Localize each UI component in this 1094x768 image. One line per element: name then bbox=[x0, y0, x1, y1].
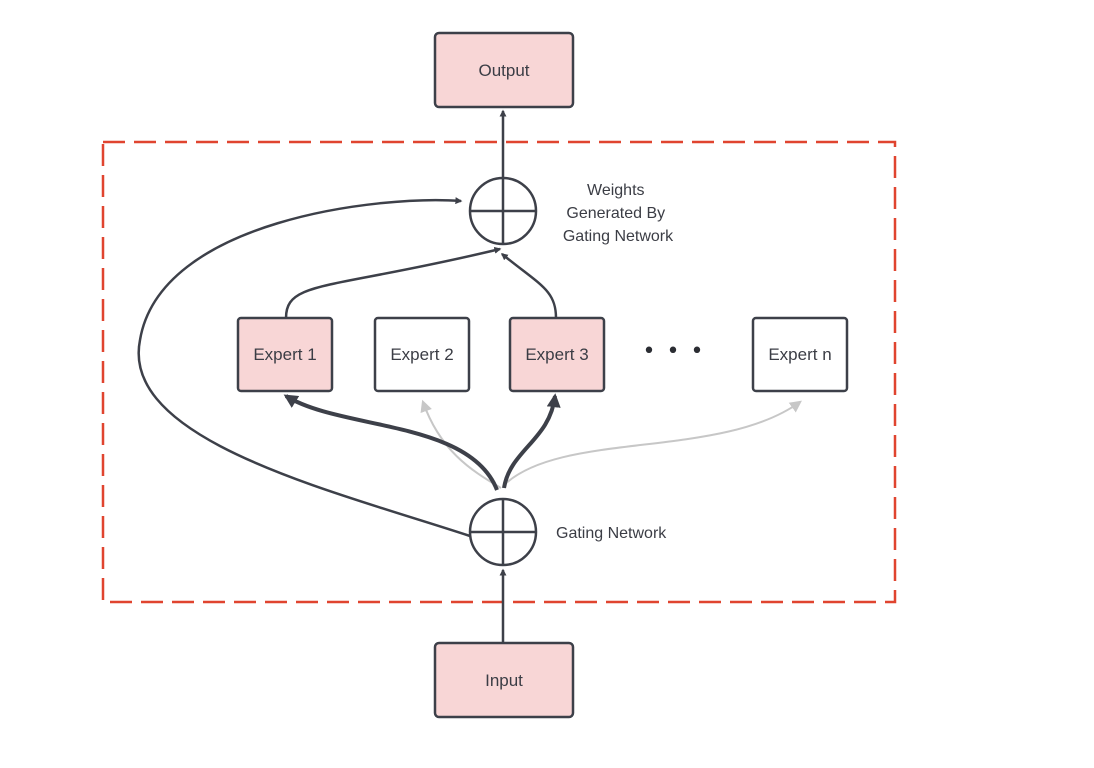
expert-1-output bbox=[284, 246, 502, 319]
weights-label: Weights Generated By Gating Network bbox=[563, 182, 674, 245]
expert-1-box: Expert 1 bbox=[236, 316, 334, 393]
expert-n-label: Expert n bbox=[768, 345, 831, 364]
route-expert-3 bbox=[502, 393, 561, 489]
input-box: Input bbox=[433, 641, 575, 719]
input-label: Input bbox=[485, 671, 523, 690]
weights-label-line-1: Weights bbox=[587, 182, 645, 199]
output-label: Output bbox=[478, 61, 529, 80]
expert-3-label: Expert 3 bbox=[525, 345, 588, 364]
route-expert-1 bbox=[283, 394, 499, 491]
weights-label-line-2: Generated By bbox=[566, 205, 665, 222]
more-experts-ellipsis: • • • bbox=[643, 339, 706, 364]
gating-network-node bbox=[468, 497, 538, 567]
expert-2-box: Expert 2 bbox=[373, 316, 471, 393]
weights-combiner-node bbox=[468, 176, 538, 246]
gating-network-label: Gating Network bbox=[556, 525, 667, 542]
weights-label-line-3: Gating Network bbox=[563, 228, 674, 245]
output-box: Output bbox=[433, 31, 575, 109]
expert-n-box: Expert n bbox=[751, 316, 849, 393]
expert-3-box: Expert 3 bbox=[508, 316, 606, 393]
route-expert-2 bbox=[420, 399, 502, 489]
expert-1-label: Expert 1 bbox=[253, 345, 316, 364]
moe-layer-border bbox=[101, 140, 897, 604]
route-expert-n bbox=[502, 400, 802, 487]
expert-2-label: Expert 2 bbox=[390, 345, 453, 364]
expert-3-output bbox=[500, 253, 558, 319]
gating-weights-connection bbox=[137, 197, 471, 538]
